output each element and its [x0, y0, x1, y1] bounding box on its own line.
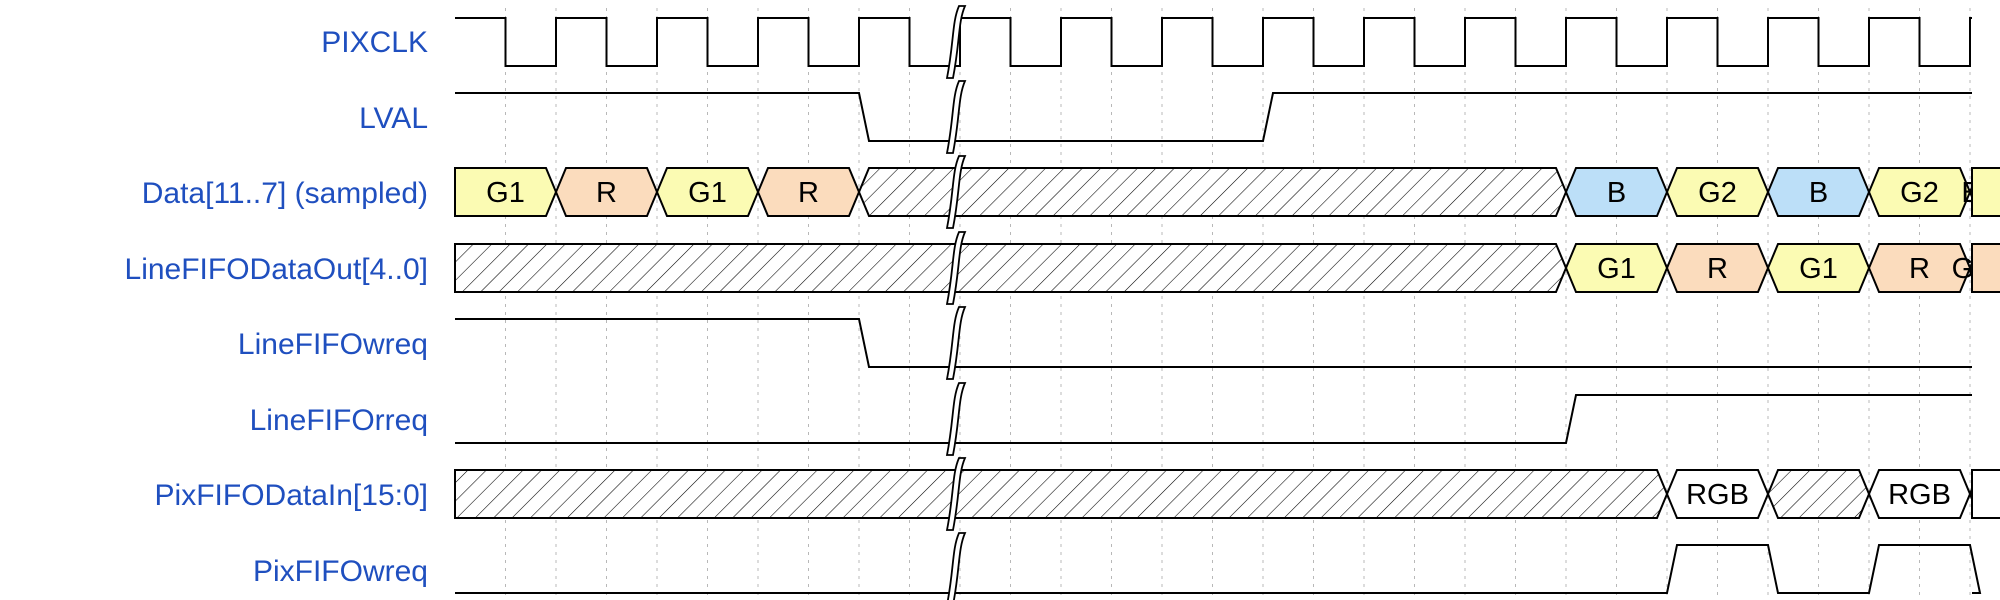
bus-cell-g2: [1971, 167, 2000, 217]
pixfifo-wreq-label: PixFIFOwreq: [253, 555, 428, 588]
bus-cell-label: R: [596, 177, 617, 209]
linefifo-wreq-row: LineFIFOwreq: [238, 318, 1972, 368]
bus-cell-label: G2: [1900, 177, 1939, 209]
bus-cell-label: R: [1707, 253, 1728, 285]
pixclk-waveform: [455, 17, 1972, 67]
bus-cell-label: G1: [688, 177, 727, 209]
bus-cell-r: [1971, 243, 2000, 293]
bus-undefined-segment: [1766, 469, 1871, 519]
bus-cell-label: G1: [1799, 253, 1838, 285]
lval-row: LVAL: [359, 92, 1972, 142]
bus-undefined-segment: [857, 167, 1568, 217]
pixclk-row: PIXCLK: [321, 17, 1972, 67]
linefifo-rreq-row: LineFIFOrreq: [250, 394, 1972, 444]
linefifo-rreq-label: LineFIFOrreq: [250, 404, 428, 437]
time-break-mark: [945, 5, 967, 79]
bus-cell-label: G1: [486, 177, 525, 209]
time-break-mark: [945, 306, 967, 380]
lval-waveform: [455, 92, 1972, 142]
pixfifo-wreq-waveform: [455, 544, 1982, 594]
bus-undefined-segment: [454, 243, 1568, 293]
time-break-mark: [945, 382, 967, 456]
lval-label: LVAL: [359, 102, 428, 135]
bus-cell-label: G2: [1698, 177, 1737, 209]
linefifo-wreq-waveform: [455, 318, 1972, 368]
time-break-mark: [945, 457, 967, 531]
time-break: [945, 5, 967, 600]
pixfifo-datain-label: PixFIFODataIn[15:0]: [155, 479, 428, 512]
pixfifo-wreq-row: PixFIFOwreq: [253, 544, 1982, 594]
time-break-mark: [946, 532, 967, 600]
bus-cell-rgb: [1971, 469, 2000, 519]
time-break-mark: [945, 231, 967, 305]
linefifo-dataout-label: LineFIFODataOut[4..0]: [125, 253, 428, 286]
bus-cell-label: R: [1909, 253, 1930, 285]
bus-cell-label: RGB: [1888, 479, 1951, 511]
bus-undefined-segment: [454, 469, 1669, 519]
bus-cell-label: B: [1607, 177, 1626, 209]
linefifo-dataout-row: LineFIFODataOut[4..0] G1RG1RG1RG1R: [125, 243, 2000, 293]
data-sampled-label: Data[11..7] (sampled): [142, 177, 428, 210]
pixclk-label: PIXCLK: [321, 26, 428, 59]
time-break-mark: [945, 155, 967, 229]
data-sampled-row: Data[11..7] (sampled) G1RG1RBG2BG2BG2BG2: [142, 167, 2000, 217]
bus-cell-label: RGB: [1686, 479, 1749, 511]
bus-cell-label: B: [1809, 177, 1828, 209]
linefifo-wreq-label: LineFIFOwreq: [238, 328, 428, 361]
linefifo-rreq-waveform: [455, 394, 1972, 444]
time-break-mark: [945, 80, 967, 154]
bus-cell-label: R: [798, 177, 819, 209]
pixfifo-datain-row: PixFIFODataIn[15:0] RGBRGBRGBRGB: [155, 469, 2000, 519]
bus-cell-label: G1: [1597, 253, 1636, 285]
